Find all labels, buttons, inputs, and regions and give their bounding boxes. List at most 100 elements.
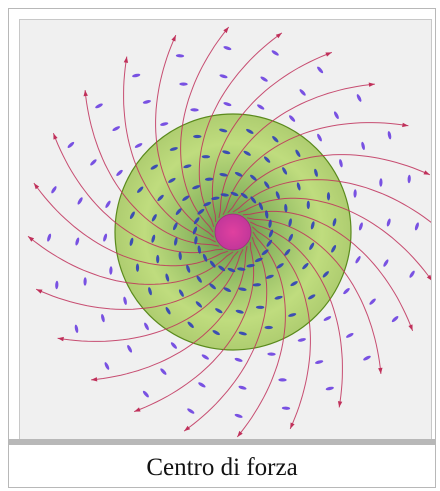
particle — [230, 191, 239, 197]
spiral-arm — [236, 231, 286, 438]
particle — [160, 122, 169, 126]
particle — [281, 406, 291, 410]
diagram-image — [19, 19, 432, 442]
particle — [201, 155, 211, 159]
particle — [275, 191, 280, 200]
spiral-arm — [247, 217, 382, 374]
particle — [263, 156, 271, 163]
particle — [169, 147, 178, 151]
particle — [353, 189, 357, 198]
arrow-head — [368, 82, 375, 87]
particle — [144, 322, 149, 331]
particle — [288, 313, 297, 317]
particle — [192, 185, 201, 190]
spiral-arm — [251, 226, 311, 430]
particle — [299, 89, 306, 96]
spiral-arm — [52, 133, 224, 254]
particle — [127, 345, 133, 353]
particle — [151, 234, 156, 243]
spiral-arm — [222, 122, 409, 215]
particle — [134, 143, 143, 148]
particle — [109, 266, 113, 275]
particle — [222, 150, 231, 155]
particle — [223, 46, 232, 51]
caption-divider — [9, 439, 435, 445]
particle — [290, 281, 298, 287]
particle — [156, 254, 160, 264]
particle — [297, 338, 306, 342]
particle — [209, 260, 216, 268]
particle — [369, 298, 376, 305]
particle — [112, 126, 120, 132]
particle — [250, 174, 257, 181]
particle — [310, 221, 315, 230]
arrow-head — [325, 52, 332, 57]
particle — [151, 214, 157, 222]
particle — [104, 362, 110, 370]
particle — [132, 73, 141, 78]
force-center — [214, 213, 252, 251]
particle — [157, 194, 164, 202]
particle — [268, 219, 272, 228]
spiral-arm — [183, 237, 268, 432]
particle — [123, 296, 127, 305]
particle — [95, 103, 103, 109]
spiral-arm — [238, 197, 431, 281]
arrow-head — [408, 324, 413, 331]
particle — [258, 202, 264, 211]
particle — [288, 218, 292, 227]
particle — [129, 211, 135, 219]
arrow-head — [28, 236, 35, 242]
particle — [195, 301, 203, 308]
particle — [209, 283, 216, 290]
particle — [358, 222, 363, 231]
particle — [238, 287, 247, 291]
particle — [265, 210, 269, 219]
force-center-diagram — [20, 20, 431, 441]
particle — [142, 100, 152, 104]
particle — [339, 159, 343, 168]
spiral-arm — [232, 179, 431, 223]
particle — [264, 325, 273, 330]
particle — [333, 111, 339, 119]
particle — [379, 178, 383, 187]
spiral-arm — [35, 250, 239, 310]
particle — [204, 177, 214, 181]
particle — [414, 222, 419, 231]
particle — [196, 275, 202, 283]
particle — [101, 313, 105, 323]
particle — [51, 186, 57, 194]
particle — [218, 265, 226, 272]
arrow-head — [171, 35, 176, 42]
spiral-arm — [33, 182, 228, 267]
particle — [238, 385, 247, 390]
particle — [272, 136, 279, 143]
particle — [235, 309, 244, 314]
particle — [407, 174, 411, 184]
particle — [187, 408, 195, 414]
particle — [387, 131, 392, 140]
particle — [116, 169, 123, 176]
particle — [250, 196, 257, 204]
particle — [326, 192, 331, 201]
spiral-arm — [211, 51, 332, 223]
particle — [223, 287, 232, 293]
particle — [165, 273, 170, 282]
particle — [215, 308, 223, 314]
particle — [237, 267, 246, 271]
particle — [186, 264, 191, 273]
particle — [175, 208, 182, 215]
arrow-head — [237, 430, 243, 437]
particle — [219, 74, 228, 79]
particle — [284, 203, 288, 213]
particle — [182, 195, 190, 201]
particle — [105, 200, 111, 208]
particle — [223, 102, 232, 107]
particle — [356, 94, 362, 102]
particle — [150, 164, 159, 170]
particle — [193, 217, 200, 225]
particle — [306, 200, 310, 210]
particle — [261, 249, 269, 256]
arrow-head — [423, 170, 430, 175]
particle — [234, 413, 243, 418]
